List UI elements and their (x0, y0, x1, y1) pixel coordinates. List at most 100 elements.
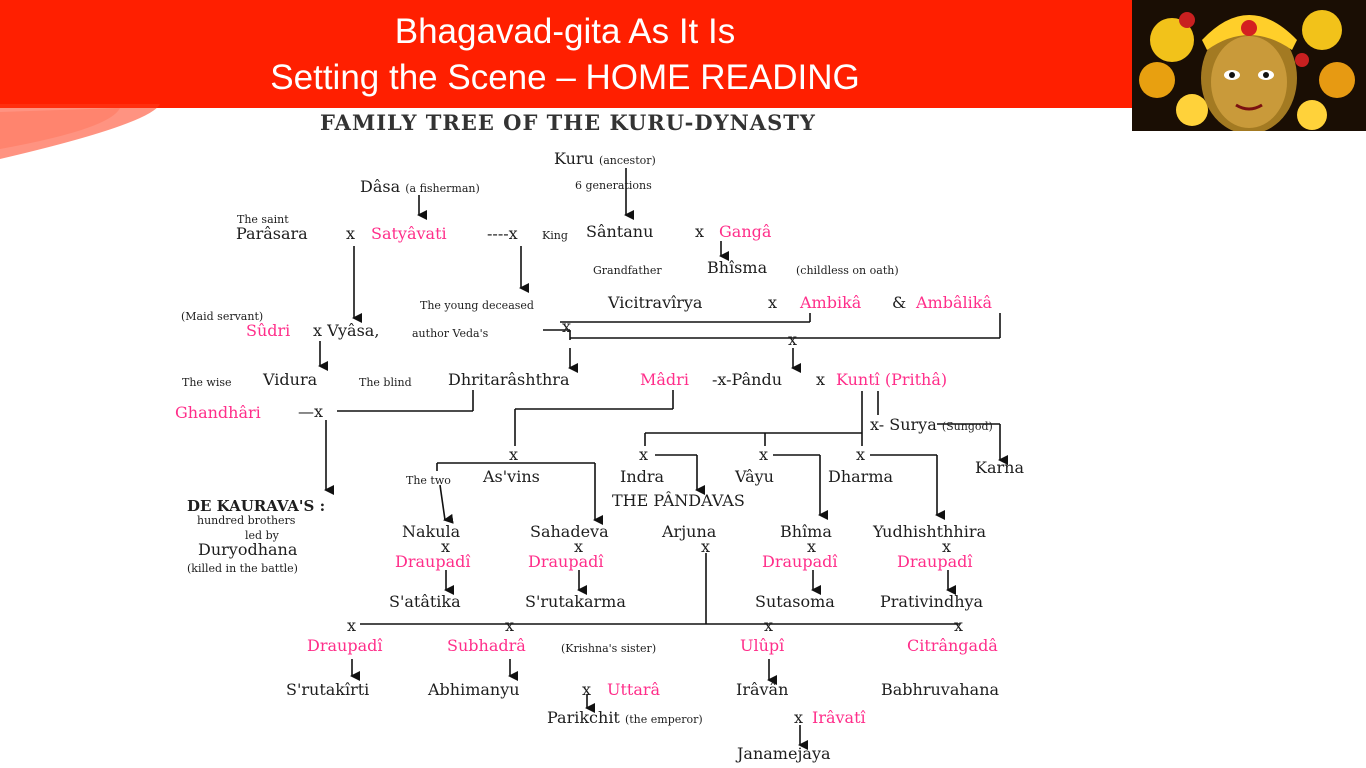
node-yudhishthira: Yudhishthhira (873, 522, 986, 541)
marriage-x: x (942, 537, 952, 556)
node-madri: Mâdri (640, 370, 689, 389)
note-blind: The blind (359, 376, 412, 389)
note-author-vedas: author Veda's (412, 327, 489, 340)
note-led-by: led by (245, 529, 279, 542)
node-ulupi: Ulûpî (740, 636, 785, 655)
marriage-x: x (562, 317, 572, 336)
node-draupadi: Draupadî (897, 552, 973, 571)
name-kuru: Kuru (554, 149, 594, 168)
node-iravati: Irâvatî (812, 708, 866, 727)
node-nakula: Nakula (402, 522, 461, 541)
ampersand: & (892, 293, 907, 312)
node-draupadi: Draupadî (395, 552, 471, 571)
node-prativindhya: Prativindhya (880, 592, 984, 611)
marriage-x: x (701, 537, 711, 556)
node-draupadi: Draupadî (528, 552, 604, 571)
node-vyasa: x Vyâsa, (313, 321, 380, 340)
node-ambalika: Ambâlikâ (916, 293, 992, 312)
node-santanu: Sântanu (586, 222, 654, 241)
node-parikchit: Parikchit (the emperor) (547, 709, 703, 729)
marriage-x: x (346, 224, 356, 243)
krishna-deity-icon (1132, 0, 1366, 131)
node-srutakarma: S'rutakarma (525, 592, 626, 611)
node-subhadra: Subhadrâ (447, 636, 526, 655)
marriage-x: x (695, 222, 705, 241)
node-dhritarashthra: Dhritarâshthra (448, 370, 570, 389)
marriage-x: x (856, 445, 866, 464)
marriage-x: x (441, 537, 451, 556)
node-parasara: Parâsara (236, 224, 308, 243)
node-vicitravirya: Vicitravîrya (608, 293, 703, 312)
marriage-x: x (582, 680, 592, 699)
node-dasa: Dâsa (a fisherman) (360, 178, 480, 198)
marriage-x: x (768, 293, 778, 312)
marriage-x: x (505, 616, 515, 635)
note-fisherman: (a fisherman) (405, 182, 480, 195)
node-srutakirti: S'rutakîrti (286, 680, 370, 699)
node-sudri: Sûdri (246, 321, 291, 340)
note-sungod: (Sungod) (941, 420, 993, 433)
family-tree-title: FAMILY TREE OF THE KURU-DYNASTY (320, 110, 816, 135)
marriage-x: x (574, 537, 584, 556)
marriage-x: x (794, 708, 804, 727)
node-ganga: Gangâ (719, 222, 772, 241)
note-hundred-brothers: hundred brothers (197, 514, 296, 527)
banner-swoosh-decoration (0, 104, 160, 159)
node-iravan: Irâvân (736, 680, 789, 699)
node-duryodhana: Duryodhana (198, 540, 298, 559)
node-sutasoma: Sutasoma (755, 592, 835, 611)
marriage-dash-x: ----x (487, 224, 518, 243)
node-arjuna: Arjuna (662, 522, 717, 541)
note-killed-in-battle: (killed in the battle) (187, 562, 298, 575)
node-satatika: S'atâtika (389, 592, 461, 611)
node-bhima: Bhîma (780, 522, 832, 541)
name-dasa: Dâsa (360, 177, 401, 196)
node-babhruvahana: Babhruvahana (881, 680, 1000, 699)
marriage-x: x (816, 370, 826, 389)
node-aswins: As'vins (483, 467, 540, 486)
node-vidura: Vidura (263, 370, 318, 389)
node-surya: x- Surya (Sungod) (870, 416, 993, 436)
marriage-x: x (639, 445, 649, 464)
marriage-x: x (509, 445, 519, 464)
marriage-x: x (764, 616, 774, 635)
node-sahadeva: Sahadeva (530, 522, 609, 541)
marriage-x: x (807, 537, 817, 556)
slide-title-line-2: Setting the Scene – HOME READING (270, 58, 860, 97)
node-satyavati: Satyâvati (371, 224, 447, 243)
node-karna: Karna (975, 458, 1024, 477)
note-saint: The saint (237, 213, 289, 226)
node-draupadi: Draupadî (762, 552, 838, 571)
marriage-x: —x (298, 402, 324, 421)
node-kunti: Kuntî (Prithâ) (836, 370, 948, 389)
note-krishnas-sister: (Krishna's sister) (561, 642, 657, 655)
note-king: King (542, 229, 568, 242)
node-abhimanyu: Abhimanyu (428, 680, 520, 699)
name-parikchit: Parikchit (547, 708, 620, 727)
node-citrangada: Citrângadâ (907, 636, 998, 655)
node-ambika: Ambikâ (800, 293, 862, 312)
note-ancestor: (ancestor) (598, 154, 656, 167)
note-the-two: The two (406, 474, 451, 487)
node-kuru: Kuru (ancestor) (554, 150, 656, 170)
note-generations: 6 generations (575, 179, 652, 192)
node-draupadi: Draupadî (307, 636, 383, 655)
marriage-x: x (788, 330, 798, 349)
node-pandu: -x-Pându (712, 370, 782, 389)
slide-title-line-1: Bhagavad-gita As It Is (394, 12, 736, 51)
note-wise: The wise (182, 376, 232, 389)
label-pandavas: THE PÂNDAVAS (612, 491, 745, 510)
note-grandfather: Grandfather (593, 264, 662, 277)
node-ghandhari: Ghandhâri (175, 403, 261, 422)
node-dharma: Dharma (828, 467, 894, 486)
note-maid-servant: (Maid servant) (181, 310, 264, 323)
marriage-x: x (954, 616, 964, 635)
note-emperor: (the emperor) (624, 713, 703, 726)
marriage-x: x (759, 445, 769, 464)
node-bhisma: Bhîsma (707, 258, 768, 277)
note-young-deceased: The young deceased (420, 299, 534, 312)
label-kauravas: DE KAURAVA'S : (187, 497, 326, 515)
name-surya: x- Surya (870, 415, 937, 434)
node-indra: Indra (620, 467, 665, 486)
